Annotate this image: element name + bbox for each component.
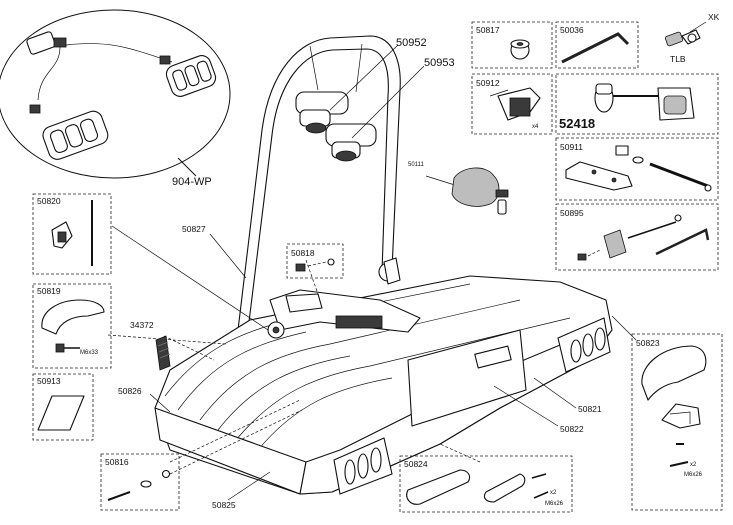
label-reflector: 34372 — [130, 320, 154, 330]
label-arm-assembly: 52418 — [559, 116, 595, 131]
part-box-rear-screws: 50816 — [100, 453, 180, 511]
label-screw: 50818 — [291, 248, 315, 258]
part-box-bracket: 50911 — [555, 137, 719, 201]
part-box-end-cap-pair: 50824 x2 M6x26 — [399, 455, 573, 513]
part-box-end-cap: 50823 x2 M6x26 — [631, 333, 723, 511]
label-knob-set: 50895 — [560, 208, 584, 218]
label-clamp-top: 50817 — [476, 25, 500, 35]
reflector-part — [155, 335, 171, 371]
carrier-main-body — [154, 35, 613, 495]
part-box-strap-tool: 50820 — [32, 193, 112, 275]
part-box-arm-assembly: 52418 — [555, 73, 719, 135]
rear-light-right — [557, 317, 611, 373]
label-frame: 50827 — [182, 224, 206, 234]
arm-clamp-upper — [295, 91, 349, 134]
part-box-screw: 50818 — [286, 243, 344, 279]
wiring-harness-inset: 904-WP — [0, 9, 231, 188]
label-side-rail: 50821 — [578, 404, 602, 414]
label-rear-screws: 50816 — [105, 457, 129, 467]
label-platform: 50826 — [118, 386, 142, 396]
arm-clamp-lower — [325, 123, 377, 162]
label-hex-key: 50036 — [560, 25, 584, 35]
label-lock-tlb: TLB — [670, 54, 686, 64]
part-box-wheel-cradle: 50819 M6x33 — [32, 283, 112, 369]
label-end-cap-pair: 50824 — [404, 459, 428, 469]
label-bracket: 50911 — [560, 142, 583, 152]
label-lock-xk: XK — [708, 12, 720, 22]
label-bottom-frame: 50825 — [212, 500, 236, 510]
label-pair-spec: M6x26 — [545, 501, 564, 507]
label-knob: 50111 — [408, 162, 424, 168]
lock-part: XK TLB — [664, 12, 720, 64]
label-wiring-harness: 904-WP — [172, 176, 212, 188]
label-arm-short: 50952 — [396, 37, 427, 49]
label-arm-long: 50953 — [424, 57, 455, 69]
part-box-hex-key: 50036 — [555, 21, 639, 69]
label-strap-qty: x4 — [532, 124, 539, 130]
label-strap: 50912 — [476, 78, 500, 88]
label-end-cap: 50823 — [636, 338, 660, 348]
label-sticker: 50913 — [37, 376, 61, 386]
label-strap-tool: 50820 — [37, 196, 61, 206]
label-wheel-cradle: 50819 — [37, 286, 61, 296]
knob-part: 50111 — [408, 162, 509, 215]
label-pair-qty: x2 — [550, 490, 557, 496]
label-screw-qty: x2 — [690, 462, 697, 468]
part-box-strap: 50912 x4 — [471, 73, 553, 135]
part-box-knob-set: 50895 — [555, 203, 719, 271]
label-license-plate: 50822 — [560, 424, 584, 434]
part-box-clamp-top: 50817 — [471, 21, 553, 69]
label-screw-spec: M6x26 — [684, 472, 703, 478]
rear-light-left — [333, 437, 393, 495]
label-bolt-spec: M6x33 — [80, 350, 99, 356]
part-box-sticker: 50913 — [32, 373, 94, 441]
